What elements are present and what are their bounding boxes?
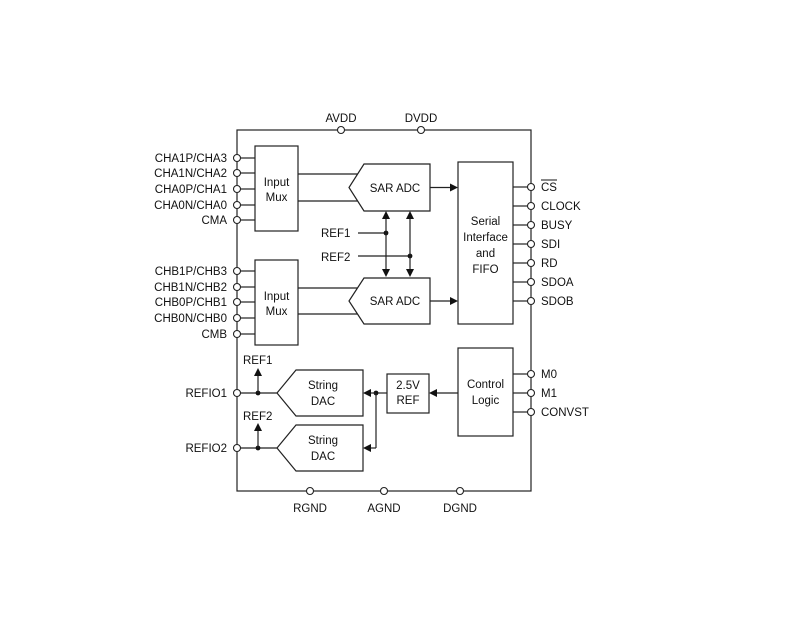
svg-text:DGND: DGND bbox=[443, 503, 477, 515]
svg-text:Input: Input bbox=[264, 291, 290, 303]
svg-text:CMA: CMA bbox=[201, 215, 227, 227]
svg-text:CONVST: CONVST bbox=[541, 407, 589, 419]
svg-text:Control: Control bbox=[467, 379, 504, 391]
svg-text:CMB: CMB bbox=[201, 329, 227, 341]
svg-text:2.5V: 2.5V bbox=[396, 380, 420, 392]
svg-text:DVDD: DVDD bbox=[405, 113, 438, 125]
svg-text:SDOA: SDOA bbox=[541, 277, 574, 289]
refio1-pin: REF1 REFIO1 bbox=[185, 355, 277, 400]
svg-text:DAC: DAC bbox=[311, 451, 335, 463]
svg-text:AVDD: AVDD bbox=[325, 113, 356, 125]
rgnd-pin: RGND bbox=[293, 486, 327, 515]
svg-text:Logic: Logic bbox=[472, 395, 500, 407]
svg-text:Interface: Interface bbox=[463, 232, 508, 244]
svg-text:AGND: AGND bbox=[367, 503, 400, 515]
ref2-bus: REF2 bbox=[321, 211, 414, 277]
avdd-pin: AVDD bbox=[325, 113, 357, 135]
svg-text:REF: REF bbox=[397, 395, 420, 407]
svg-text:Input: Input bbox=[264, 177, 290, 189]
control-logic: Control Logic bbox=[457, 347, 514, 437]
svg-text:String: String bbox=[308, 380, 338, 392]
svg-text:CHB0P/CHB1: CHB0P/CHB1 bbox=[155, 297, 227, 309]
sar-adc-a: SAR ADC bbox=[348, 163, 431, 212]
svg-text:String: String bbox=[308, 435, 338, 447]
svg-text:CHB1P/CHB3: CHB1P/CHB3 bbox=[155, 266, 227, 278]
svg-text:SAR ADC: SAR ADC bbox=[370, 183, 421, 195]
svg-text:CHA0P/CHA1: CHA0P/CHA1 bbox=[155, 184, 227, 196]
svg-text:RGND: RGND bbox=[293, 503, 327, 515]
string-dac-2: String DAC bbox=[276, 424, 364, 472]
svg-text:REF1: REF1 bbox=[243, 355, 272, 367]
serial-interface-fifo: Serial Interface and FIFO bbox=[457, 161, 514, 325]
dgnd-pin: DGND bbox=[443, 486, 477, 515]
svg-text:REF2: REF2 bbox=[321, 252, 350, 264]
svg-text:REFIO2: REFIO2 bbox=[185, 443, 227, 455]
serial-pins: CS CLOCK BUSY SDI RD SDOA SDOB bbox=[513, 179, 581, 308]
channel-a-pins: CHA1P/CHA3 CHA1N/CHA2 CHA0P/CHA1 CHA0N/C… bbox=[154, 153, 255, 227]
voltage-reference-2v5: 2.5V REF bbox=[386, 373, 430, 414]
svg-text:CHB1N/CHB2: CHB1N/CHB2 bbox=[154, 282, 227, 294]
control-pins: M0 M1 CONVST bbox=[513, 369, 589, 419]
ref1-bus: REF1 bbox=[321, 211, 390, 277]
agnd-pin: AGND bbox=[367, 486, 401, 515]
svg-text:Mux: Mux bbox=[266, 306, 288, 318]
svg-text:M0: M0 bbox=[541, 369, 557, 381]
channel-b-pins: CHB1P/CHB3 CHB1N/CHB2 CHB0P/CHB1 CHB0N/C… bbox=[154, 266, 255, 341]
refio2-pin: REF2 REFIO2 bbox=[185, 411, 277, 455]
svg-text:Serial: Serial bbox=[471, 216, 500, 228]
svg-text:M1: M1 bbox=[541, 388, 557, 400]
svg-text:SDI: SDI bbox=[541, 239, 560, 251]
svg-text:REF1: REF1 bbox=[321, 228, 350, 240]
svg-text:REF2: REF2 bbox=[243, 411, 272, 423]
svg-text:and: and bbox=[476, 248, 495, 260]
svg-text:CLOCK: CLOCK bbox=[541, 201, 581, 213]
input-mux-a: Input Mux bbox=[254, 145, 299, 232]
svg-text:CHA0N/CHA0: CHA0N/CHA0 bbox=[154, 200, 227, 212]
svg-text:DAC: DAC bbox=[311, 396, 335, 408]
svg-text:BUSY: BUSY bbox=[541, 220, 573, 232]
svg-text:CHB0N/CHB0: CHB0N/CHB0 bbox=[154, 313, 227, 325]
svg-text:Mux: Mux bbox=[266, 192, 288, 204]
input-mux-b: Input Mux bbox=[254, 259, 299, 346]
svg-text:REFIO1: REFIO1 bbox=[185, 388, 227, 400]
svg-text:SAR ADC: SAR ADC bbox=[370, 296, 421, 308]
string-dac-1: String DAC bbox=[276, 369, 364, 417]
sar-adc-b: SAR ADC bbox=[348, 277, 431, 325]
svg-text:CS: CS bbox=[541, 182, 557, 194]
svg-text:CHA1P/CHA3: CHA1P/CHA3 bbox=[155, 153, 227, 165]
svg-text:RD: RD bbox=[541, 258, 558, 270]
svg-text:SDOB: SDOB bbox=[541, 296, 574, 308]
dvdd-pin: DVDD bbox=[405, 113, 438, 135]
svg-text:CHA1N/CHA2: CHA1N/CHA2 bbox=[154, 168, 227, 180]
svg-text:FIFO: FIFO bbox=[472, 264, 498, 276]
